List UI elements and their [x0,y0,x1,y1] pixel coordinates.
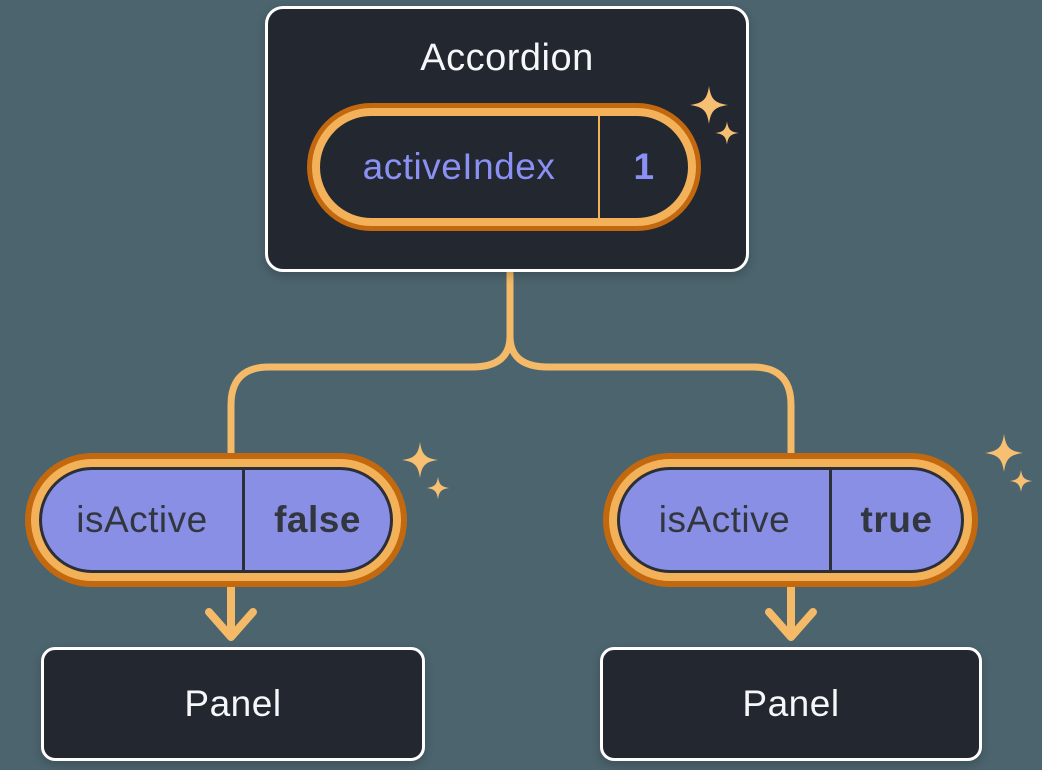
pill-divider [242,470,245,570]
state-pill-value: 1 [633,146,655,187]
accordion-node-title: Accordion [420,37,594,79]
panel-node-title: Panel [184,683,282,724]
arrow-down-icon [765,582,817,641]
panel-node-left: Panel [41,647,425,761]
prop-pill-value: false [274,499,361,540]
prop-pill-value: true [860,499,933,540]
prop-pill-isactive-right: isActive true [617,467,964,573]
sparkle-icon [690,86,739,145]
connector-branch-left [227,332,514,460]
state-pill-activeindex: activeIndex 1 [312,108,696,226]
connector-branch-right [506,332,795,460]
state-pill-label: activeIndex [362,146,556,187]
pill-divider [598,116,600,218]
sparkle-icon [402,442,450,500]
pill-divider [829,470,832,570]
panel-node-right: Panel [600,647,982,761]
prop-pill-label: isActive [76,499,208,540]
panel-node-title: Panel [742,683,840,724]
prop-pill-isactive-left: isActive false [39,467,393,573]
prop-pill-label: isActive [658,499,791,540]
arrow-down-icon [205,582,257,641]
sparkle-icon [985,434,1033,493]
